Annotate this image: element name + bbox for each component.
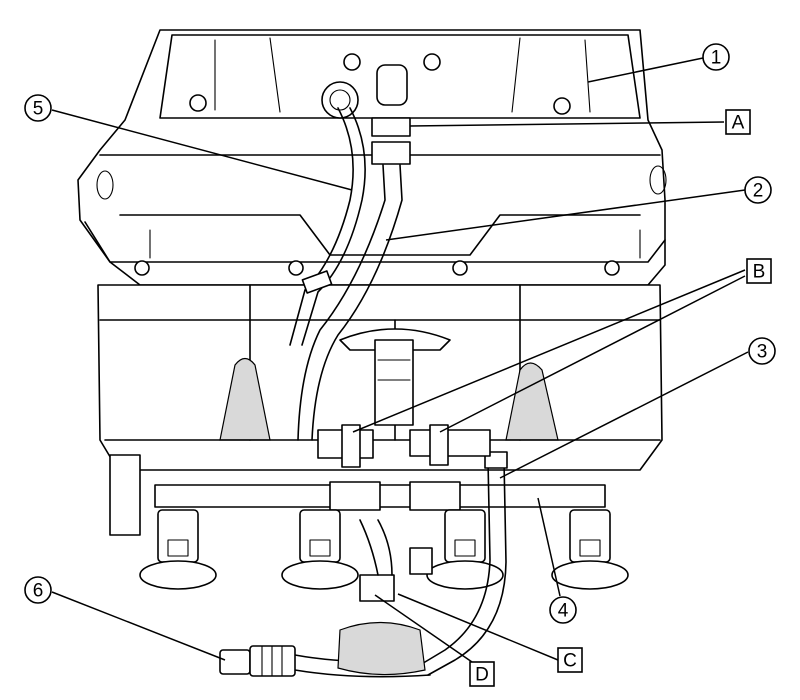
callout-4: 4 bbox=[549, 596, 577, 624]
callout-1: 1 bbox=[702, 43, 730, 71]
svg-text:2: 2 bbox=[753, 181, 764, 202]
leader-lines bbox=[51, 57, 749, 663]
svg-text:C: C bbox=[563, 651, 577, 672]
injector-2 bbox=[281, 509, 359, 590]
svg-text:4: 4 bbox=[558, 601, 569, 622]
callout-2: 2 bbox=[744, 176, 772, 204]
svg-text:5: 5 bbox=[33, 99, 44, 120]
injector-1 bbox=[139, 509, 217, 590]
svg-text:A: A bbox=[732, 113, 745, 134]
callout-d: D bbox=[469, 661, 495, 687]
callout-c: C bbox=[557, 647, 583, 673]
hoses bbox=[219, 64, 508, 678]
fuel-rail-assembly bbox=[109, 454, 629, 590]
callout-b: B bbox=[746, 258, 772, 284]
intake-body bbox=[97, 284, 663, 471]
svg-text:B: B bbox=[753, 262, 766, 283]
callout-6: 6 bbox=[24, 576, 52, 604]
callout-5: 5 bbox=[24, 94, 52, 122]
callout-a: A bbox=[725, 109, 751, 135]
svg-text:D: D bbox=[475, 665, 489, 686]
svg-text:1: 1 bbox=[711, 48, 722, 69]
injector-4 bbox=[551, 509, 629, 590]
injector-3 bbox=[426, 509, 504, 590]
svg-text:3: 3 bbox=[757, 342, 768, 363]
svg-text:6: 6 bbox=[33, 581, 44, 602]
callout-3: 3 bbox=[748, 337, 776, 365]
